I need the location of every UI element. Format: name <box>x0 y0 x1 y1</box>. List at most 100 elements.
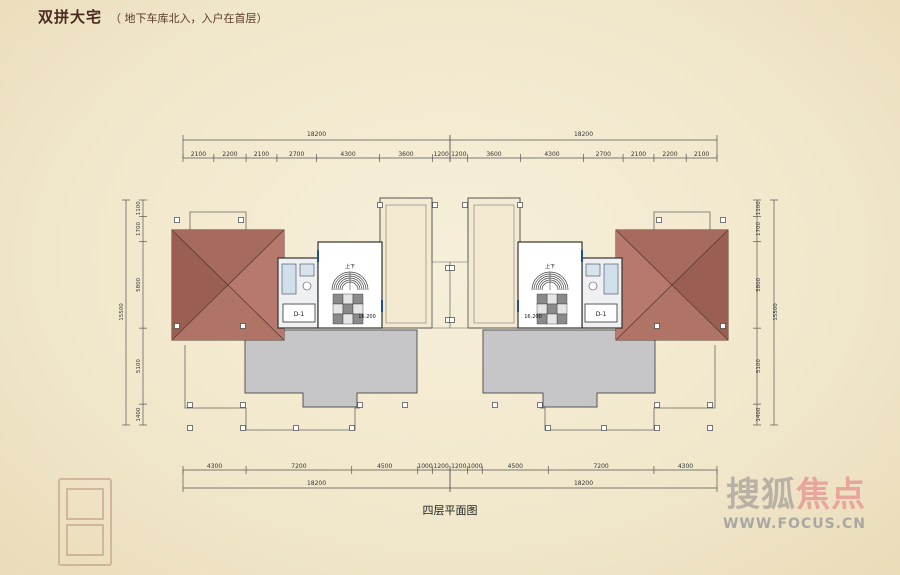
column-post <box>537 402 543 408</box>
level-label: 16.200 <box>358 314 376 320</box>
bottom-seg-left-label: 4500 <box>377 463 392 470</box>
top-seg-right-label: 2200 <box>662 151 677 158</box>
tower-block <box>467 197 521 329</box>
floor-tile <box>352 293 364 305</box>
room-label-d1: D-1 <box>596 311 607 318</box>
column-post <box>187 425 193 431</box>
top-seg-right-label: 4300 <box>544 151 559 158</box>
bathtub <box>281 263 297 295</box>
floor-tile <box>536 303 548 315</box>
top-seg-left-label: 1200 <box>434 151 449 158</box>
side-seg-right-label: 1100 <box>756 201 762 215</box>
room-d1-box <box>282 303 316 323</box>
floor-tile <box>546 313 558 325</box>
floor-tile <box>556 303 568 315</box>
tower-inner <box>473 204 515 324</box>
column-post <box>654 425 660 431</box>
column-post <box>174 217 180 223</box>
side-seg-right-label: 1400 <box>756 407 762 421</box>
floor-tile <box>342 293 354 305</box>
top-seg-left-label: 3600 <box>398 151 413 158</box>
floor-tile <box>556 313 568 325</box>
roof-terrace <box>482 329 656 408</box>
stair-hall <box>317 241 383 329</box>
top-seg-right-label: 1200 <box>451 151 466 158</box>
roof-terrace <box>244 329 418 408</box>
floor-tile <box>332 313 344 325</box>
column-post <box>432 202 438 208</box>
column-post <box>720 217 726 223</box>
bottom-seg-left-label: 1000 <box>417 463 432 470</box>
column-post <box>174 323 180 329</box>
floor-tile <box>352 303 364 315</box>
column-post <box>449 265 455 271</box>
room-d1-box <box>584 303 618 323</box>
bathtub <box>603 263 619 295</box>
room-label-d1: D-1 <box>294 311 305 318</box>
column-post <box>357 402 363 408</box>
column-post <box>349 425 355 431</box>
floor-tile <box>342 313 354 325</box>
column-post <box>238 217 244 223</box>
column-post <box>187 402 193 408</box>
toilet <box>588 281 598 291</box>
tower-block <box>379 197 433 329</box>
column-post <box>402 402 408 408</box>
roof-facet-left <box>172 230 228 340</box>
side-total-label: 15500 <box>773 303 779 321</box>
bottom-seg-left-label: 1200 <box>434 463 449 470</box>
wash-basin <box>299 263 315 277</box>
column-post <box>545 425 551 431</box>
column-post <box>240 323 246 329</box>
lower-balcony-outline <box>184 345 360 431</box>
top-seg-right-label: 2700 <box>596 151 611 158</box>
top-seg-left-label: 4300 <box>340 151 355 158</box>
top-seg-right-label: 2100 <box>631 151 646 158</box>
tower-inner <box>385 204 427 324</box>
top-seg-left-label: 2100 <box>254 151 269 158</box>
stair-label: 上下 <box>345 263 355 270</box>
unit-right <box>449 197 729 431</box>
side-seg-right-label: 1700 <box>756 222 762 236</box>
roof-facet-top <box>172 230 284 285</box>
floor-tile <box>546 293 558 305</box>
floor-tile <box>536 293 548 305</box>
bottom-seg-left-label: 7200 <box>291 463 306 470</box>
column-post <box>707 402 713 408</box>
bottom-seg-right-label: 4500 <box>508 463 523 470</box>
header: 双拼大宅 （ 地下车库北入，入户在首层） <box>38 6 268 27</box>
roof-facet-bottom <box>172 285 284 340</box>
top-seg-left-label: 2200 <box>222 151 237 158</box>
floor-tile <box>546 303 558 315</box>
roof-facet-right <box>228 230 284 340</box>
plan-caption: 四层平面图 <box>422 504 478 517</box>
floor-tile <box>342 303 354 315</box>
watermark-brand: 搜狐 <box>726 475 796 515</box>
roof-facet-bottom <box>616 285 728 340</box>
page-title: 双拼大宅 <box>38 8 103 26</box>
column-post <box>654 402 660 408</box>
column-post <box>654 323 660 329</box>
lower-balcony-outline <box>540 345 716 431</box>
roof-ridge <box>615 229 729 341</box>
side-seg-right-label: 5800 <box>756 277 762 291</box>
column-post <box>720 323 726 329</box>
page-subtitle: （ 地下车库北入，入户在首层） <box>110 12 268 25</box>
roof-facet-left <box>672 230 728 340</box>
column-post <box>462 202 468 208</box>
column-post <box>377 202 383 208</box>
balcony-outline <box>189 211 247 232</box>
side-seg-left-label: 1400 <box>136 407 142 421</box>
column-post <box>240 402 246 408</box>
roof-facet-right <box>616 230 672 340</box>
watermark-url: WWW.FOCUS.CN <box>722 516 866 532</box>
top-total-label: 18200 <box>574 131 593 138</box>
bottom-seg-left-label: 4300 <box>207 463 222 470</box>
column-post <box>656 217 662 223</box>
column-post <box>240 425 246 431</box>
stair-label: 上下 <box>545 263 555 270</box>
side-seg-left-label: 5800 <box>136 277 142 291</box>
